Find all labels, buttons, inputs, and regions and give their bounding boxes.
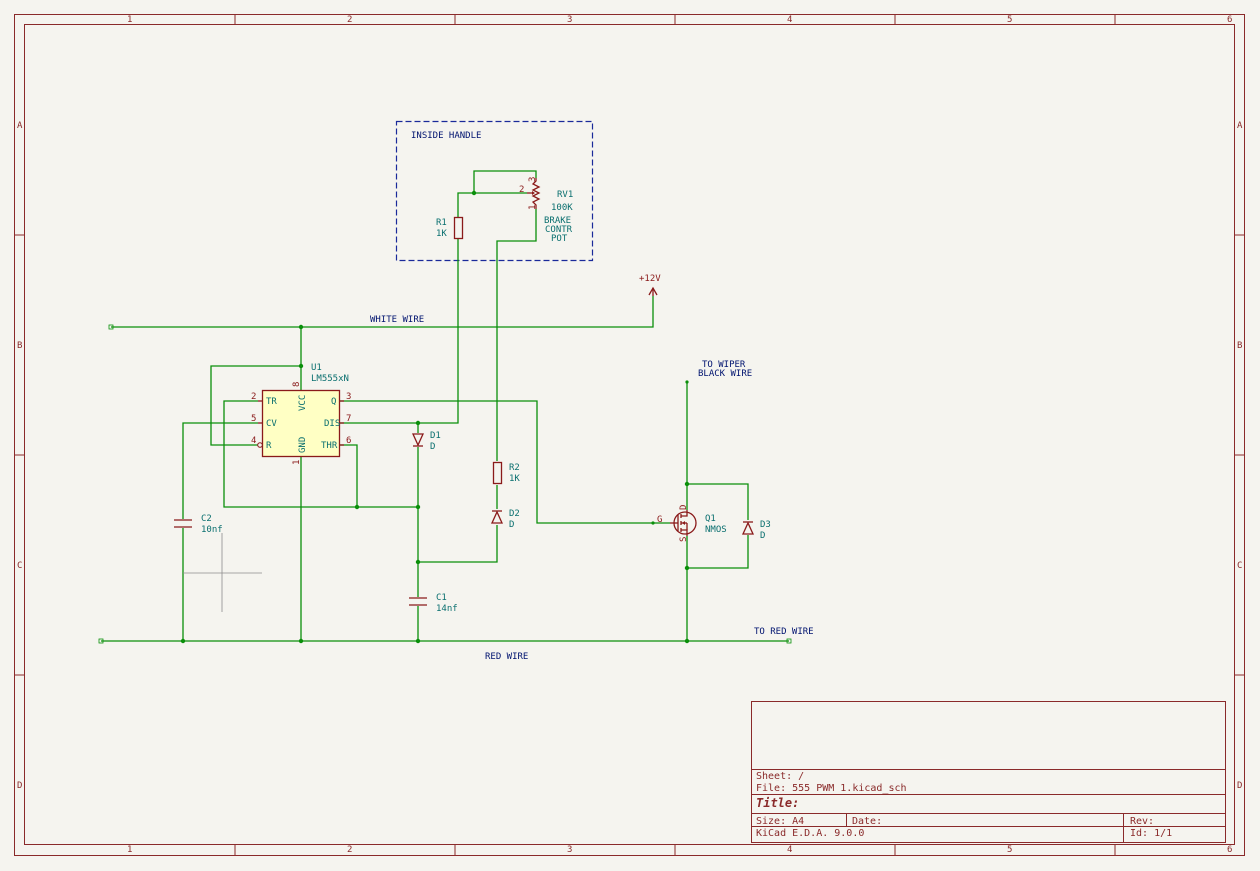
white-wire-label: WHITE WIRE <box>370 315 424 325</box>
col-label: 6 <box>1227 845 1232 855</box>
d1-value: D <box>430 442 435 452</box>
c2-ref: C2 <box>201 514 212 524</box>
r2-value: 1K <box>509 474 520 484</box>
d1-ref: D1 <box>430 431 441 441</box>
u1-pin-name: Q <box>331 397 336 407</box>
d2-diode[interactable]: D2 D <box>490 509 520 530</box>
net-labels: WHITE WIRE RED WIRE TO RED WIRE TO WIPER… <box>370 315 814 662</box>
r2-resistor[interactable]: R2 1K <box>492 461 521 485</box>
to-red-wire-label: TO RED WIRE <box>754 627 814 637</box>
rv1-desc: CONTR <box>545 225 573 235</box>
row-label: D <box>17 781 22 791</box>
u1-pin-num: 5 <box>251 414 256 424</box>
q1-ref: Q1 <box>705 514 716 524</box>
power-12v-symbol[interactable]: +12V <box>639 274 661 296</box>
q1-value: NMOS <box>705 525 727 535</box>
col-label: 2 <box>347 15 352 25</box>
r2-ref: R2 <box>509 463 520 473</box>
u1-pin-name: R <box>266 441 272 451</box>
sheet-frame: 1 2 3 4 5 6 1 2 3 4 5 6 A B C D A B C D <box>14 14 1245 856</box>
rv1-pin: 1 <box>528 205 538 210</box>
u1-pin-num: 7 <box>346 414 351 424</box>
col-label: 4 <box>787 845 792 855</box>
d3-diode[interactable]: D3 D <box>741 520 771 541</box>
to-wiper-label: TO WIPER <box>702 360 746 370</box>
rev-field: Rev: <box>1130 816 1154 827</box>
u1-pin-num: 2 <box>251 392 256 402</box>
u1-timer-ic[interactable]: U1 LM555xN 2 5 4 TR CV R 3 7 6 Q DIS THR… <box>251 363 351 465</box>
row-label: A <box>1237 121 1243 131</box>
crosshair-cursor-icon <box>183 533 262 612</box>
title-field: Title: <box>756 796 799 810</box>
sheet-name: Sheet: / <box>756 771 804 782</box>
r1-value: 1K <box>436 229 447 239</box>
tool-field: KiCad E.D.A. 9.0.0 <box>756 828 864 839</box>
row-label: B <box>1237 341 1242 351</box>
q1-nmos[interactable]: G D S Q1 NMOS <box>657 505 727 542</box>
u1-pin-num: 3 <box>346 392 351 402</box>
row-label: C <box>1237 561 1242 571</box>
col-label: 5 <box>1007 845 1012 855</box>
u1-ref: U1 <box>311 363 322 373</box>
rv1-pin: 3 <box>528 177 538 182</box>
row-label: A <box>17 121 23 131</box>
q1-drain-pin: D <box>679 505 689 510</box>
rv1-pin: 2 <box>519 185 524 195</box>
d3-ref: D3 <box>760 520 771 530</box>
c1-ref: C1 <box>436 593 447 603</box>
u1-pin-name: CV <box>266 419 277 429</box>
d1-diode[interactable]: D1 D <box>411 431 441 452</box>
col-label: 4 <box>787 15 792 25</box>
col-label: 2 <box>347 845 352 855</box>
q1-gate-pin: G <box>657 515 662 525</box>
col-label: 3 <box>567 845 572 855</box>
q1-source-pin: S <box>679 537 689 542</box>
row-label: D <box>1237 781 1242 791</box>
d2-ref: D2 <box>509 509 520 519</box>
row-label: B <box>17 341 22 351</box>
u1-pin-name: THR <box>321 441 338 451</box>
wires <box>101 170 789 642</box>
rv1-desc: BRAKE <box>544 216 571 226</box>
u1-pin-name: VCC <box>298 395 308 411</box>
c2-capacitor[interactable]: C2 10nf <box>174 514 223 535</box>
junctions <box>98 190 792 644</box>
power-12v-label: +12V <box>639 274 661 284</box>
u1-pin-name: TR <box>266 397 277 407</box>
u1-pin-num: 6 <box>346 436 351 446</box>
rv1-value: 100K <box>551 203 573 213</box>
col-label: 5 <box>1007 15 1012 25</box>
rv1-desc: POT <box>551 234 568 244</box>
size-field: Size: A4 <box>756 816 804 827</box>
c1-capacitor[interactable]: C1 14nf <box>409 593 458 614</box>
r1-resistor[interactable]: R1 1K <box>436 216 464 240</box>
u1-value: LM555xN <box>311 374 349 384</box>
inside-handle-box: INSIDE HANDLE <box>395 120 594 262</box>
date-field: Date: <box>852 816 882 827</box>
col-label: 3 <box>567 15 572 25</box>
col-label: 1 <box>127 15 132 25</box>
rv1-potentiometer[interactable]: 2 3 1 RV1 100K BRAKE CONTR POT <box>519 177 573 244</box>
row-label: C <box>17 561 22 571</box>
col-label: 1 <box>127 845 132 855</box>
d3-value: D <box>760 531 765 541</box>
u1-pin-name: DIS <box>324 419 340 429</box>
title-block: Sheet: / File: 555 PWM 1.kicad_sch Title… <box>751 701 1226 843</box>
u1-pin-name: GND <box>298 437 308 453</box>
u1-pin-num: 1 <box>292 460 302 465</box>
u1-pin-num: 8 <box>292 382 302 387</box>
rv1-ref: RV1 <box>557 190 573 200</box>
inside-handle-label: INSIDE HANDLE <box>411 131 481 141</box>
col-label: 6 <box>1227 15 1232 25</box>
c1-value: 14nf <box>436 604 458 614</box>
file-name: File: 555 PWM 1.kicad_sch <box>756 783 907 794</box>
u1-pin-num: 4 <box>251 436 256 446</box>
red-wire-label: RED WIRE <box>485 652 528 662</box>
black-wire-label: BLACK WIRE <box>698 369 752 379</box>
id-field: Id: 1/1 <box>1130 828 1172 839</box>
d2-value: D <box>509 520 514 530</box>
r1-ref: R1 <box>436 218 447 228</box>
c2-value: 10nf <box>201 525 223 535</box>
